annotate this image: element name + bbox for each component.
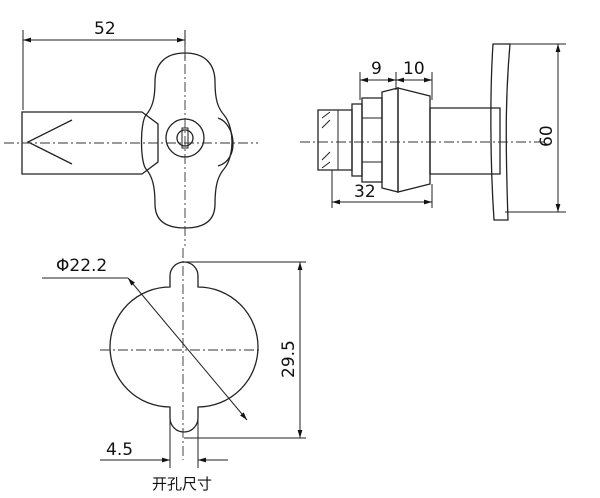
dim-32-label: 32: [354, 182, 376, 202]
diameter-leader: [127, 277, 248, 421]
dim-9-label: 9: [371, 59, 382, 79]
handle-profile: [490, 43, 511, 221]
neck: [429, 107, 501, 175]
cutout-view: Φ22.2 29.5 4.5 开孔尺寸: [42, 248, 306, 493]
dim-10-label: 10: [403, 59, 425, 79]
wing-boss: [217, 117, 234, 167]
body-flange: [397, 87, 431, 193]
handle-arrow-mark: [26, 119, 73, 165]
collar: [351, 103, 363, 177]
front-view: 52: [4, 19, 258, 246]
side-view: 9 10 32 60: [300, 43, 566, 221]
thread-hatching: [321, 111, 331, 169]
dim-52-label: 52: [94, 19, 116, 39]
hex-nut: [361, 97, 383, 183]
cutout-caption: 开孔尺寸: [152, 475, 212, 493]
dim-29-5-label: 29.5: [279, 340, 299, 378]
t-wing-body: [140, 52, 233, 229]
diameter-label: Φ22.2: [56, 256, 107, 276]
dim-60-label: 60: [537, 125, 557, 147]
thread-tip: [317, 109, 353, 171]
dim-4-5-label: 4.5: [106, 440, 133, 460]
washer: [381, 87, 399, 193]
